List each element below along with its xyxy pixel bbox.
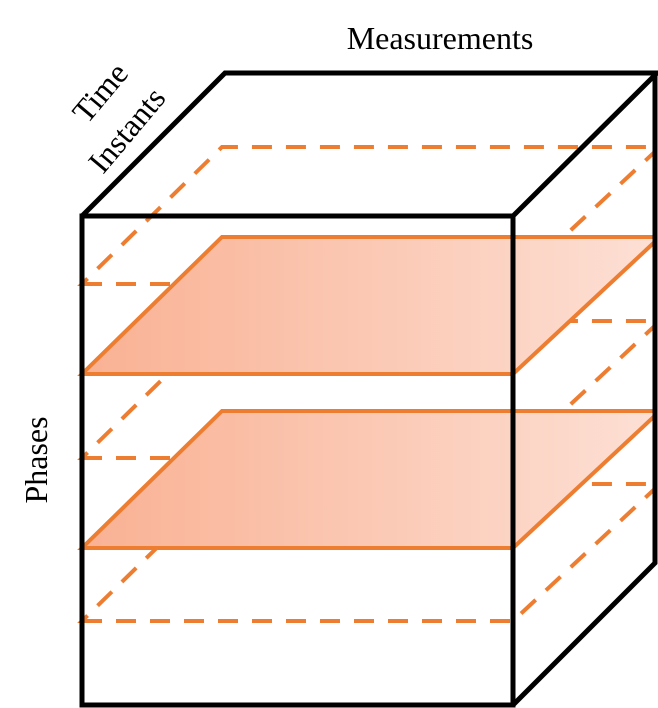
cube-top-right-edge xyxy=(511,71,658,218)
cube xyxy=(79,70,658,708)
cube-right-face xyxy=(511,73,658,707)
measurements-label: Measurements xyxy=(347,20,534,56)
cube-front-face xyxy=(79,213,516,708)
cube-top-face xyxy=(80,70,658,218)
phases-label: Phases xyxy=(18,416,54,503)
solid-slice xyxy=(77,409,657,550)
solid-slice xyxy=(77,235,657,376)
